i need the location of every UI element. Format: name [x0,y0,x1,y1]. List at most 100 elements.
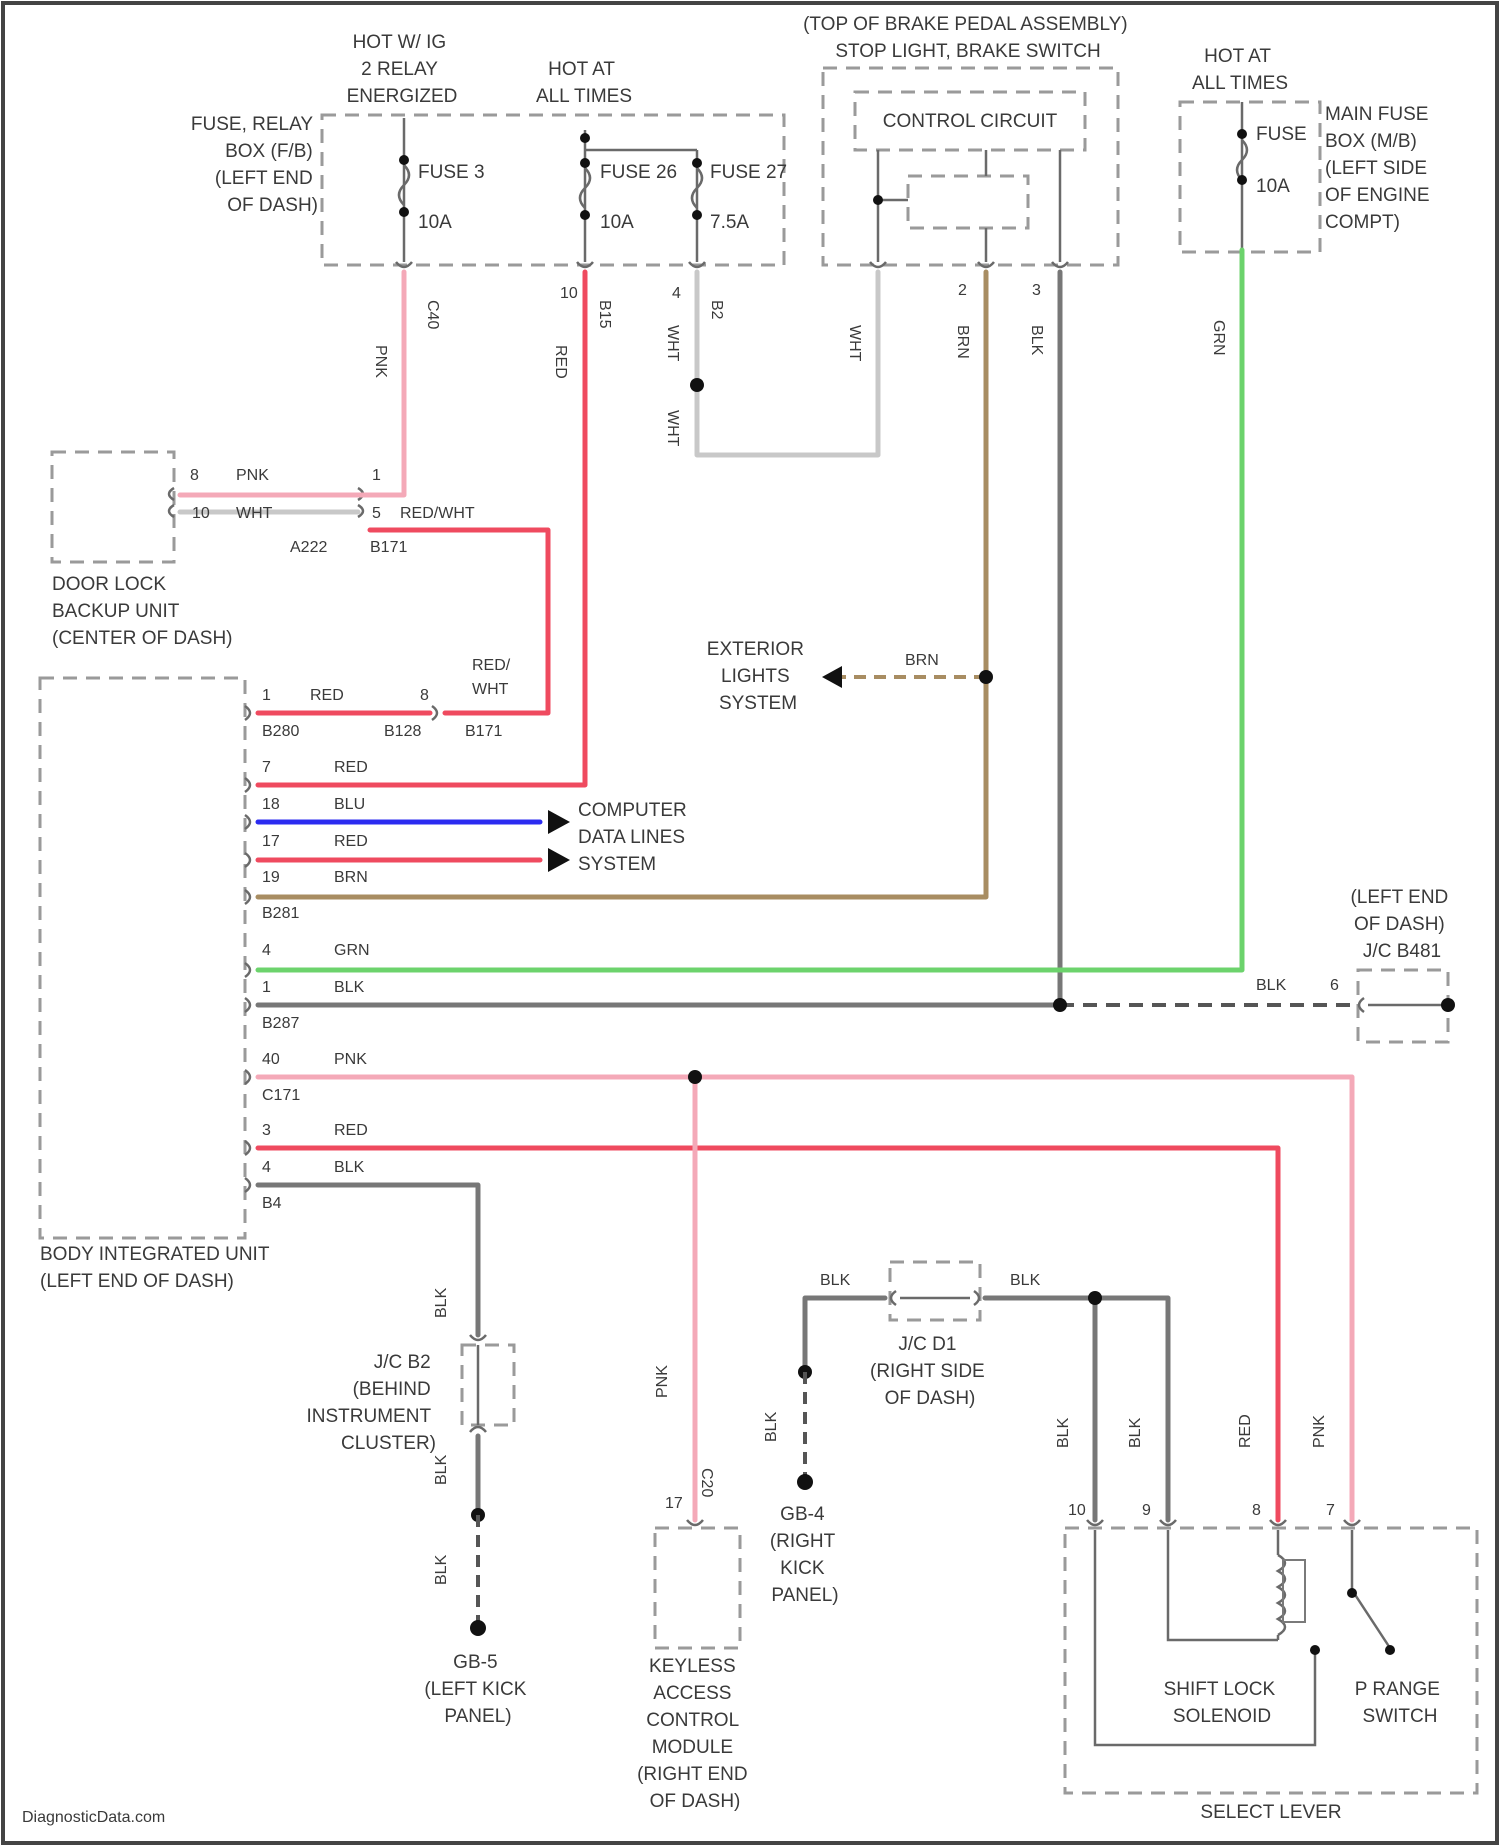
fuse27-amp: 7.5A [710,212,749,233]
main-fuse-box: HOT AT ALL TIMES FUSE 10A MAIN FUSE BOX … [1180,46,1435,252]
watermark: DiagnosticData.com [22,1809,165,1826]
p-range-dot-bottom [1385,1645,1395,1655]
code-red-biu3: RED [334,1122,368,1139]
pin-biu-40: 40 [262,1051,280,1068]
code-wht-door: WHT [236,505,273,522]
b128-connector [432,706,437,720]
code-redwht-door: RED/WHT [400,505,475,522]
wht-splice-dot [690,378,704,392]
jcd1-connector-left [891,1291,896,1305]
code-blk-gb4: BLK [763,1411,780,1442]
code-blk-sel9: BLK [1127,1417,1144,1448]
jc-b2-ground: BLK J/C B2 (BEHIND INSTRUMENT CLUSTER) B… [307,1287,532,1727]
exterior-lights-system: BRN EXTERIOR LIGHTS SYSTEM [707,639,993,714]
pin-door-1: 1 [372,467,381,484]
code-blk-sel10: BLK [1055,1417,1072,1448]
conn-fuse3: C40 [424,300,441,329]
brake-switch-outline [823,68,1118,265]
fuse26-label: FUSE 26 [600,162,677,183]
brake-switch-contact [908,176,1028,228]
pin-sel-9: 9 [1142,1502,1151,1519]
wire-blk-d1-right [985,1298,1168,1520]
code-wht-fuse27: WHT [664,325,681,362]
pin-biu-18: 18 [262,796,280,813]
conn-keyless: C20 [698,1468,715,1497]
pin-jc481-6: 6 [1330,977,1339,994]
code-pnk-door: PNK [236,467,269,484]
code-blk-brake: BLK [1028,325,1045,356]
code-red-biu1: RED [310,687,344,704]
main-fuse-amp: 10A [1256,176,1290,197]
code-red-biu7: RED [334,759,368,776]
conn-fuse27: B2 [708,300,725,320]
main-fuse-box-label: MAIN FUSE BOX (M/B) (LEFT SIDE OF ENGINE… [1325,104,1435,233]
pin-fuse26: 10 [560,285,578,302]
code-blu-biu18: BLU [334,796,365,813]
select-lever: BLK BLK RED PNK 10 9 8 7 SHIFT LOCK SOLE… [1055,1414,1477,1823]
code-red-fuse26: RED [552,345,569,379]
wire-red-biu3 [258,1148,1278,1520]
fuse3-terminal-bottom [399,207,409,217]
code-blk-biu1: BLK [334,979,365,996]
main-fuse-label: FUSE [1256,124,1307,145]
pin-door-5: 5 [372,505,381,522]
fuse26-terminal-bottom [580,210,590,220]
gb5-label: GB-5 (LEFT KICK PANEL) [424,1652,531,1727]
conn-b287: B287 [262,1015,299,1032]
exterior-arrow-icon [822,666,842,688]
conn-c171: C171 [262,1087,300,1104]
code-blk-gb5: BLK [433,1554,450,1585]
select-lever-outline [1065,1528,1477,1793]
conn-b128: B128 [384,723,421,740]
code-brn-brake: BRN [954,325,971,359]
conn-b280: B280 [262,723,299,740]
code-brn-biu19: BRN [334,869,368,886]
hot-bus-dot [580,133,590,143]
main-fuse-terminal-bottom [1237,175,1247,185]
gb5-ground-icon [470,1620,486,1636]
computer-data-label: COMPUTER DATA LINES SYSTEM [578,800,692,875]
pin-door-10: 10 [192,505,210,522]
gb4-ground-icon [797,1474,813,1490]
fuse-box-outline [322,115,784,265]
door-pin10-connector [169,505,174,517]
brn-splice-dot [979,670,993,684]
top-wires: PNK RED WHT WHT WHT BRN BLK GRN [258,250,1242,1005]
fuse3-terminal-top [399,155,409,165]
select-lever-label: SELECT LEVER [1200,1802,1341,1823]
gb4-label: GB-4 (RIGHT KICK PANEL) [770,1504,840,1606]
door-lock-label: DOOR LOCK BACKUP UNIT (CENTER OF DASH) [52,574,233,649]
pin-brake-3: 3 [1032,282,1041,299]
solenoid-core-icon [1283,1560,1305,1622]
pin-biu-4b: 4 [262,1159,271,1176]
code-pnk-keyless: PNK [654,1365,671,1398]
jc-b481: BLK 6 (LEFT END OF DASH) J/C B481 [1053,887,1455,1042]
pin-keyless-17: 17 [665,1495,683,1512]
fuse26-terminal-top [580,158,590,168]
control-circuit-label: CONTROL CIRCUIT [883,111,1058,132]
pin-biu-8: 8 [420,687,429,704]
jc481-connector [1359,998,1364,1012]
code-blk-jcb2-bottom: BLK [433,1454,450,1485]
blk-splice-dot [1053,998,1067,1012]
biu-label: BODY INTEGRATED UNIT (LEFT END OF DASH) [40,1244,274,1292]
keyless-label: KEYLESS ACCESS CONTROL MODULE (RIGHT END… [637,1656,753,1812]
code-pnk-fuse3: PNK [372,345,389,378]
exterior-lights-label: EXTERIOR LIGHTS SYSTEM [707,639,809,714]
fuse26-amp: 10A [600,212,634,233]
jcb2-outline [462,1345,514,1425]
fuse3-amp: 10A [418,212,452,233]
conn-b171b: B171 [465,723,502,740]
jc-d1-ground: BLK BLK J/C D1 (RIGHT SIDE OF DASH) BLK … [763,1262,1168,1606]
code-wht-brake: WHT [846,325,863,362]
keyless-access-module: PNK 17 C20 KEYLESS ACCESS CONTROL MODULE… [637,1070,753,1812]
code-blk-jc481: BLK [1256,977,1287,994]
fuse-box-label: FUSE, RELAY BOX (F/B) (LEFT END OF DASH) [191,114,318,216]
p-range-dot-top [1347,1588,1357,1598]
code-pnk-sel7: PNK [1311,1415,1328,1448]
wire-pnk-fuse3 [370,272,404,495]
code-wht-fuse27-b: WHT [664,410,681,447]
jcd1-label: J/C D1 (RIGHT SIDE OF DASH) [870,1334,990,1409]
conn-b281: B281 [262,905,299,922]
